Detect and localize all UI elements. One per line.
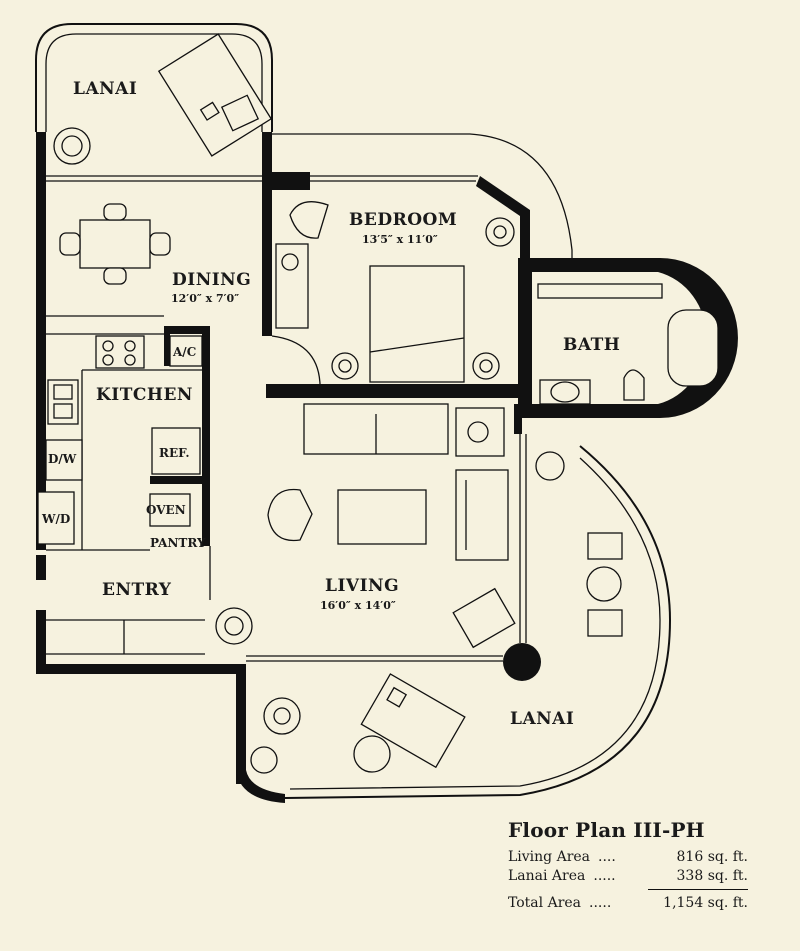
room-label-kitchen: KITCHEN [96,385,193,405]
legend-row-total: Total Area ..... 1,154 sq. ft. [508,894,748,913]
room-label-bedroom: BEDROOM [349,210,457,230]
room-dims-bedroom: 13′5″ x 11′0″ [362,233,438,246]
legend-row-lanai: Lanai Area ..... 338 sq. ft. [508,867,748,886]
room-label-living: LIVING [325,576,399,596]
legend-value: 816 sq. ft. [676,849,748,865]
fixture-label-ac: A/C [172,345,196,359]
furniture [47,33,623,774]
floor-plan-title: Floor Plan III-PH [508,818,705,842]
legend-label: Total Area [508,895,582,911]
room-label-dining: DINING [172,270,251,290]
room-label-lanai-bottom: LANAI [510,709,574,729]
legend-dots: ..... [589,895,612,911]
fixture-label-ref: REF. [159,446,190,460]
room-dims-living: 16′0″ x 14′0″ [320,599,396,612]
legend-rule [648,889,748,890]
legend-label: Lanai Area [508,868,586,884]
legend-dots: .... [598,849,616,865]
legend-row-living: Living Area .... 816 sq. ft. [508,848,748,867]
room-label-bath: BATH [563,335,620,355]
legend-value: 1,154 sq. ft. [663,895,748,911]
legend-dots: ..... [593,868,616,884]
fixture-label-oven: OVEN [146,503,186,517]
area-legend: Floor Plan III-PH Living Area .... 816 s… [508,818,748,913]
fixture-label-wd: W/D [41,512,70,526]
legend-value: 338 sq. ft. [676,868,748,884]
outlines [35,23,719,799]
fixture-label-pantry: PANTRY [150,536,206,550]
room-dims-dining: 12′0″ x 7′0″ [171,292,239,305]
room-label-entry: ENTRY [102,580,172,600]
legend-label: Living Area [508,849,591,865]
walls [36,132,738,803]
room-labels: LANAI BEDROOM 13′5″ x 11′0″ DINING 12′0″… [73,79,620,729]
fixture-labels: A/C D/W REF. W/D OVEN PANTRY [37,335,206,550]
room-label-lanai-top: LANAI [73,79,137,99]
fixture-label-dw: D/W [48,452,77,466]
